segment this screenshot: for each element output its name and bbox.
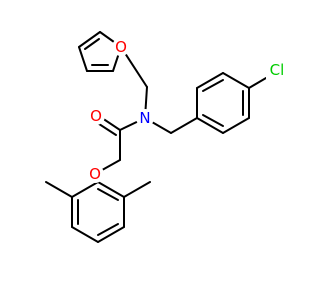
bond — [97, 226, 125, 243]
amide-nitrogen-label: N — [139, 109, 150, 127]
bond — [97, 188, 119, 201]
bond — [45, 181, 73, 198]
molecule-structure: O O N O Cl — [45, 31, 288, 243]
bond — [71, 181, 99, 198]
carbonyl-oxygen-label: O — [90, 107, 102, 125]
atom-furan-oxygen: O — [112, 38, 130, 56]
bond — [71, 226, 99, 243]
bond — [202, 79, 224, 92]
bond — [222, 117, 250, 134]
atom-ether-oxygen: O — [86, 165, 104, 183]
bond — [196, 72, 224, 89]
chlorine-label: Cl — [270, 61, 285, 79]
atom-chlorine: Cl — [266, 61, 288, 79]
bond — [78, 46, 88, 72]
chlorophenyl-ring — [196, 72, 267, 134]
bond — [202, 114, 224, 127]
bond — [97, 181, 125, 198]
bond — [97, 223, 119, 236]
bond — [196, 117, 224, 134]
ether-oxygen-label: O — [89, 165, 101, 183]
bond — [248, 77, 267, 89]
furan-ring — [78, 31, 122, 72]
atom-amide-nitrogen: N — [136, 109, 154, 127]
bond — [222, 72, 250, 89]
bond — [170, 117, 198, 134]
furan-oxygen-label: O — [115, 38, 127, 56]
bond — [78, 31, 101, 48]
bond — [123, 181, 151, 198]
dimethylphenyl-ring — [45, 181, 151, 243]
atom-carbonyl-oxygen: O — [87, 107, 105, 125]
bond — [84, 38, 100, 50]
